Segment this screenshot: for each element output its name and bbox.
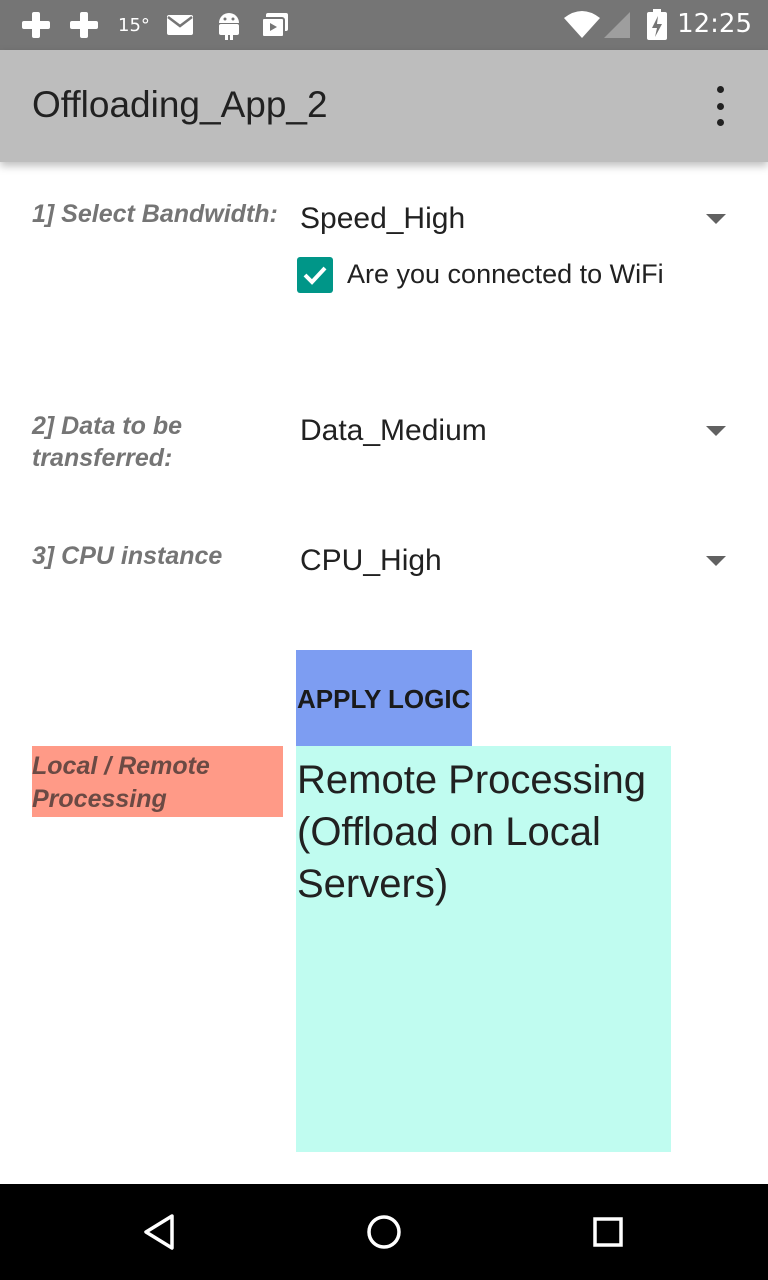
home-icon[interactable] — [360, 1208, 408, 1256]
navigation-bar — [0, 1184, 768, 1280]
app-title: Offloading_App_2 — [32, 84, 328, 125]
processing-label-text: Local / Remote Processing — [32, 750, 210, 816]
dropdown-arrow-icon — [706, 556, 726, 566]
processing-label-line2: Processing — [32, 785, 167, 813]
game-controller-icon — [20, 10, 52, 40]
cell-signal-icon — [602, 10, 632, 40]
cpu-spinner[interactable]: CPU_High — [296, 540, 736, 588]
temperature-text: 15° — [118, 14, 150, 36]
result-text: Remote Processing (Offload on Local Serv… — [297, 758, 647, 906]
wifi-icon — [562, 10, 602, 40]
clock-text: 12:25 — [677, 9, 752, 39]
bandwidth-label: 1] Select Bandwidth: — [32, 200, 278, 228]
dropdown-arrow-icon — [706, 214, 726, 224]
data-value: Data_Medium — [300, 414, 487, 447]
back-icon[interactable] — [136, 1208, 184, 1256]
apply-logic-button[interactable]: APPLY LOGIC — [296, 650, 472, 746]
checkbox-checked-icon[interactable] — [297, 257, 333, 293]
wifi-checkbox[interactable]: Are you connected to WiFi — [296, 256, 716, 296]
dropdown-arrow-icon — [706, 426, 726, 436]
data-spinner[interactable]: Data_Medium — [296, 410, 736, 458]
recents-icon[interactable] — [584, 1208, 632, 1256]
apply-logic-label: APPLY LOGIC — [297, 684, 471, 714]
bandwidth-value: Speed_High — [300, 202, 466, 235]
status-bar: 15° 12:25 — [0, 0, 768, 50]
cpu-label: 3] CPU instance — [32, 542, 223, 570]
wifi-checkbox-label: Are you connected to WiFi — [347, 259, 664, 289]
bandwidth-spinner[interactable]: Speed_High — [296, 198, 736, 246]
game-controller-icon — [68, 10, 100, 40]
data-label-line2: transferred: — [32, 444, 173, 472]
android-icon — [216, 10, 242, 40]
data-label: 2] Data to be transferred: — [32, 410, 182, 474]
app-bar: Offloading_App_2 — [0, 50, 768, 162]
cpu-value: CPU_High — [300, 544, 442, 577]
processing-label-line1: Local / Remote — [32, 752, 210, 780]
result-panel: Remote Processing (Offload on Local Serv… — [296, 746, 671, 1152]
battery-icon — [646, 9, 668, 40]
data-label-line1: 2] Data to be — [32, 412, 183, 440]
more-vert-icon[interactable] — [704, 86, 736, 126]
processing-label: Local / Remote Processing — [32, 746, 283, 817]
mail-icon — [166, 10, 194, 40]
photo-stack-icon — [260, 10, 290, 40]
